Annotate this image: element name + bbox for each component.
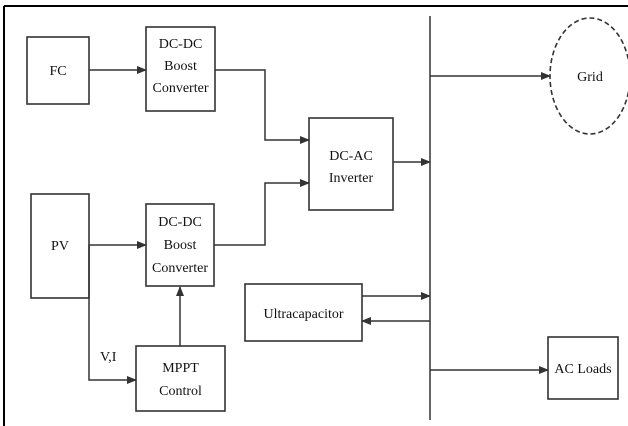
ultracapacitor-label: Ultracapacitor [263,307,343,322]
boost-bottom-line1: DC-DC [158,215,202,230]
ac-loads-block: AC Loads [547,336,619,400]
grid-node: Grid [549,17,628,135]
boost-bottom-line3: Converter [152,261,208,276]
grid-label: Grid [577,70,603,85]
arrow-boost-bottom-to-inverter [214,179,310,246]
dc-dc-boost-converter-bottom: DC-DC Boost Converter [145,203,215,287]
boost-top-line3: Converter [153,81,209,96]
boost-bottom-line2: Boost [164,238,197,253]
inverter-line1: DC-AC [329,149,373,164]
dc-ac-inverter-block: DC-AC Inverter [308,117,394,211]
ac-loads-label: AC Loads [554,362,611,377]
pv-label: PV [51,239,69,254]
mppt-line1: MPPT [162,361,199,376]
inverter-line2: Inverter [329,171,374,186]
ultracapacitor-block: Ultracapacitor [244,283,363,342]
mppt-control-block: MPPT Control [135,345,226,412]
fc-block: FC [26,36,90,105]
pv-block: PV [30,193,90,299]
mppt-line2: Control [159,384,202,399]
dc-dc-boost-converter-top: DC-DC Boost Converter [145,26,216,112]
fc-label: FC [49,64,66,79]
vi-signal-label: V,I [100,350,117,365]
boost-top-line2: Boost [164,59,197,74]
arrow-boost-top-to-inverter [215,69,310,144]
boost-top-line1: DC-DC [159,37,203,52]
arrow-pv-to-mppt [88,245,137,384]
